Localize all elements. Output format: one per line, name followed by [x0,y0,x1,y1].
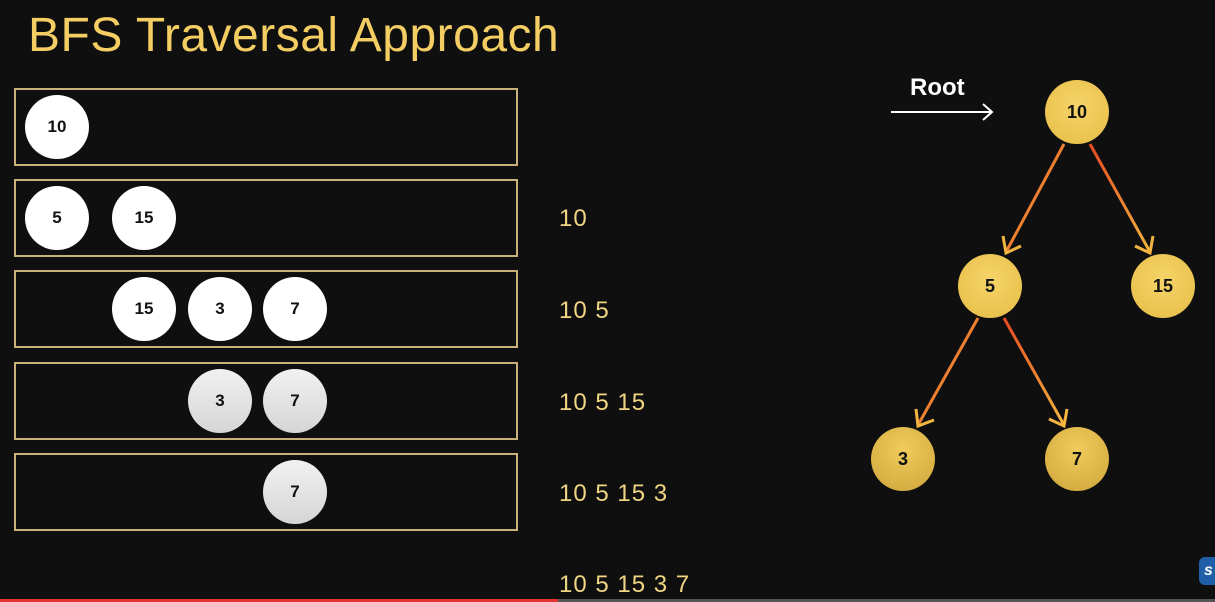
output-line-3: 10 5 15 [559,389,647,416]
root-arrow-icon [891,103,994,121]
queue-node: 10 [25,95,89,159]
queue-node: 3 [188,369,252,433]
video-progress-track[interactable] [558,599,1215,602]
queue-node: 3 [188,277,252,341]
queue-node: 7 [263,277,327,341]
tree-node-right: 15 [1131,254,1195,318]
queue-row-5: 7 [14,453,518,531]
queue-row-2: 5 15 [14,179,518,257]
edge-5-7 [1002,317,1069,429]
queue-row-1: 10 [14,88,518,166]
queue-node: 7 [263,460,327,524]
queue-node: 15 [112,277,176,341]
tree-node-left-left: 3 [871,427,935,491]
tree-node-root: 10 [1045,80,1109,144]
page-title: BFS Traversal Approach [28,9,560,62]
corner-badge-icon: s [1199,557,1215,585]
queue-node: 5 [25,186,89,250]
tree-node-left: 5 [958,254,1022,318]
queue-node: 7 [263,369,327,433]
root-label: Root [910,74,965,101]
queue-row-4: 3 7 [14,362,518,440]
edge-10-15 [1088,143,1155,256]
queue-node: 15 [112,186,176,250]
output-line-4: 10 5 15 3 [559,480,669,507]
video-progress-bar[interactable] [0,599,558,602]
output-line-1: 10 [559,205,588,232]
edge-10-5 [1001,143,1066,256]
queue-row-3: 15 3 7 [14,270,518,348]
output-line-2: 10 5 [559,297,610,324]
edge-5-3 [914,317,980,429]
output-line-5: 10 5 15 3 7 [559,571,691,598]
tree-node-left-right: 7 [1045,427,1109,491]
